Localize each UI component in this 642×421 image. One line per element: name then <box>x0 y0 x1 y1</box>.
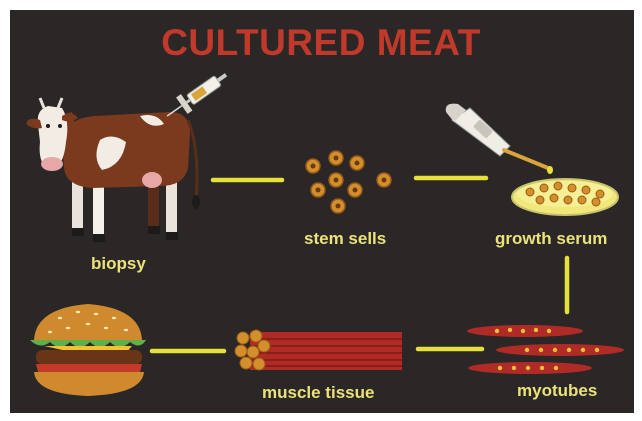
connectors <box>152 178 567 351</box>
burger-icon <box>30 304 146 396</box>
label-stem-cells: stem sells <box>304 229 386 249</box>
stem-cells-icon <box>306 151 391 213</box>
label-biopsy: biopsy <box>91 254 146 274</box>
pipette-icon <box>446 104 553 174</box>
myotubes-icon <box>467 325 624 374</box>
label-muscle-tissue: muscle tissue <box>262 383 374 403</box>
muscle-tissue-icon <box>235 330 402 370</box>
label-myotubes: myotubes <box>517 381 597 401</box>
cow-icon <box>26 98 200 242</box>
label-growth-serum: growth serum <box>495 229 607 249</box>
petri-dish-icon <box>512 179 618 215</box>
